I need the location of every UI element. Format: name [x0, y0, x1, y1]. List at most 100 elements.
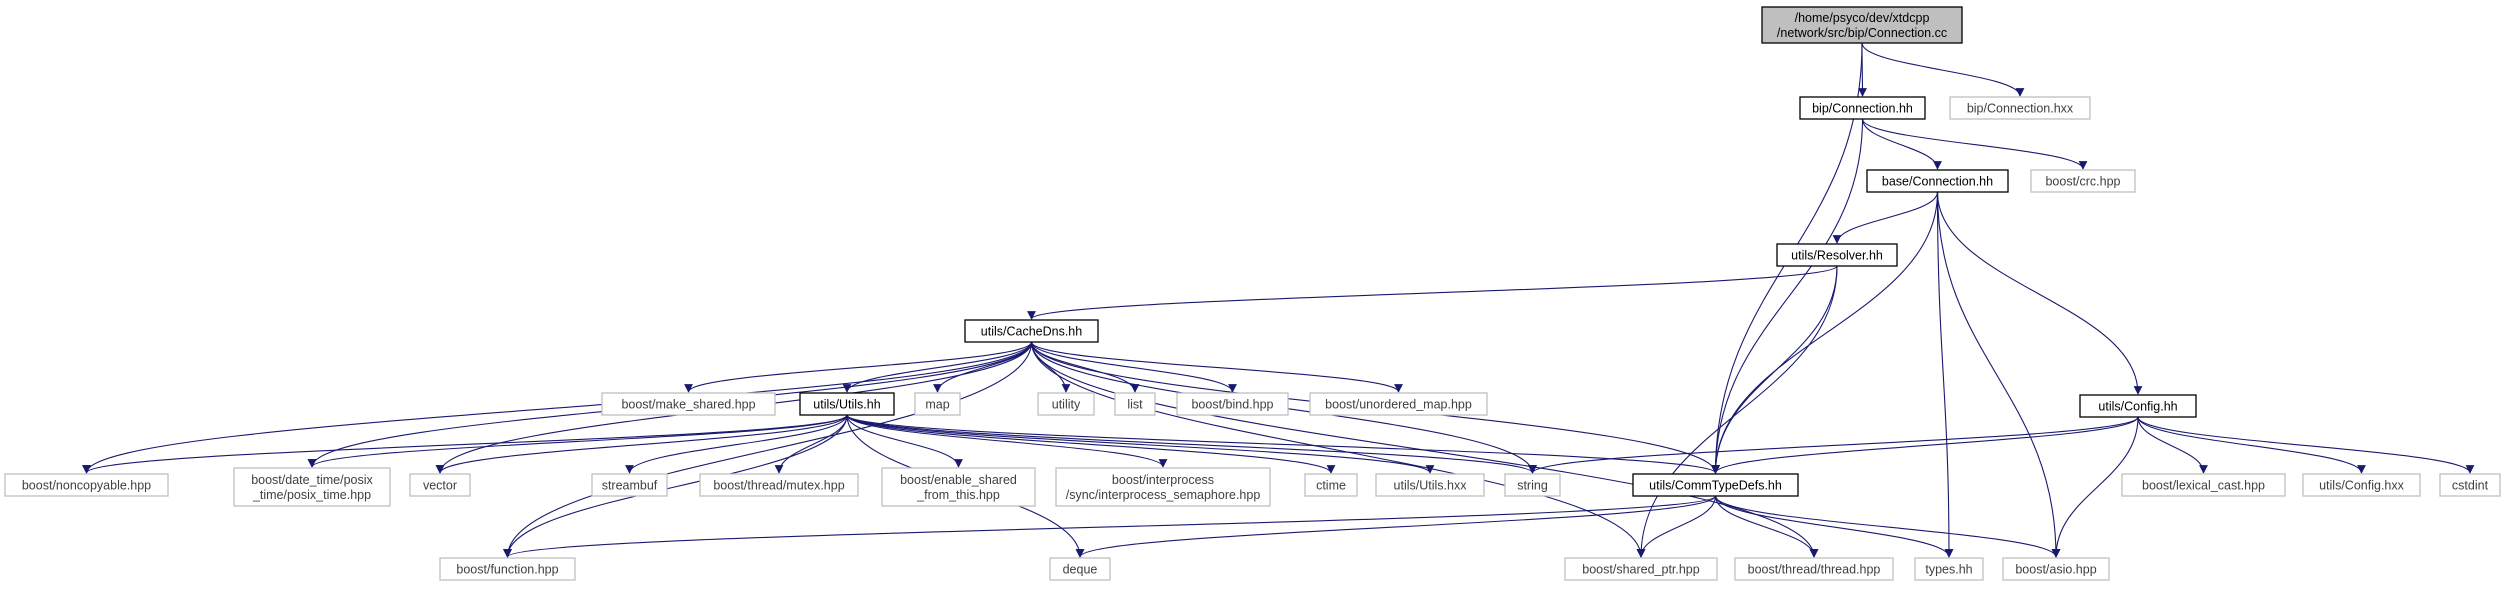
node-thread_thread: boost/thread/thread.hpp [1734, 557, 1894, 581]
edge-line [684, 341, 1033, 393]
edge-bip_conn_hh-to-commtypedefs [1711, 118, 1864, 474]
edge-line [1030, 341, 1403, 393]
edge-commtypedefs-to-boost_function [503, 495, 1717, 558]
node-label: list [1127, 398, 1143, 412]
edge-line [1030, 341, 1237, 393]
edge-line [1528, 416, 2139, 474]
edge-line [1714, 495, 1819, 558]
node-box [699, 473, 859, 497]
edge-line [846, 414, 1537, 474]
node-label: _from_this.hpp [916, 488, 1000, 502]
edge-base_conn_hh-to-resolver_hh [1832, 191, 1939, 244]
edge-root-to-bip_conn_hxx [1861, 42, 2025, 97]
node-base_conn_hh: base/Connection.hh [1866, 169, 2009, 193]
node-box [1761, 6, 1963, 44]
node-label: boost/make_shared.hpp [621, 398, 755, 412]
edge-line [2137, 416, 2208, 474]
node-thread_mutex: boost/thread/mutex.hpp [699, 473, 859, 497]
edge-utils_hh-to-enable_shared [846, 414, 963, 468]
node-cachedns_hh: utils/CacheDns.hh [964, 319, 1099, 343]
node-bip_conn_hh: bip/Connection.hh [1799, 96, 1926, 120]
node-label: types.hh [1925, 563, 1972, 577]
edge-line [2137, 416, 2366, 474]
edge-utils_hh-to-noncopyable [82, 414, 848, 474]
node-box [1866, 169, 2009, 193]
node-label: bip/Connection.hh [1812, 102, 1913, 116]
node-label: bip/Connection.hxx [1967, 102, 2074, 116]
edge-line [435, 414, 848, 474]
node-box [1734, 557, 1894, 581]
edge-commtypedefs-to-shared_ptr [1636, 495, 1717, 558]
node-box [1049, 557, 1111, 581]
node-utility: utility [1037, 392, 1095, 416]
edge-cachedns_hh-to-noncopyable [82, 341, 1033, 474]
node-ctime: ctime [1304, 473, 1358, 497]
node-box [233, 467, 391, 507]
edge-bip_conn_hh-to-base_conn_hh [1861, 118, 1942, 170]
node-label: boost/crc.hpp [2045, 175, 2120, 189]
node-box [914, 392, 961, 416]
node-utils_hxx: utils/Utils.hxx [1375, 473, 1485, 497]
node-box [2121, 473, 2286, 497]
node-label: utils/CommTypeDefs.hh [1649, 479, 1782, 493]
edge-bip_conn_hh-to-boost_crc [1861, 118, 2088, 170]
edge-line [1936, 191, 2061, 558]
node-label: utils/Config.hxx [2319, 479, 2405, 493]
edge-line [82, 341, 1033, 474]
node-label: streambuf [602, 479, 658, 493]
edge-line [1832, 191, 1939, 244]
node-boost_bind: boost/bind.hpp [1176, 392, 1289, 416]
edge-line [1936, 191, 1954, 558]
edge-line [1936, 191, 2143, 395]
edge-cachedns_hh-to-make_shared [684, 341, 1033, 393]
node-box [1176, 392, 1289, 416]
edge-base_conn_hh-to-types_hh [1936, 191, 1954, 558]
node-posix_time: boost/date_time/posix_time/posix_time.hp… [233, 467, 391, 507]
node-label: boost/thread/mutex.hpp [713, 479, 844, 493]
edge-utils_hh-to-thread_mutex [774, 414, 848, 474]
node-label: _time/posix_time.hpp [252, 488, 371, 502]
node-label: map [925, 398, 949, 412]
node-unordered_map: boost/unordered_map.hpp [1309, 392, 1488, 416]
node-label: deque [1063, 563, 1098, 577]
node-types_hh: types.hh [1914, 557, 1984, 581]
node-box [1914, 557, 1984, 581]
node-label: boost/enable_shared [900, 473, 1017, 487]
edge-utils_hh-to-string [846, 414, 1537, 474]
node-streambuf: streambuf [591, 473, 668, 497]
node-label: boost/function.hpp [456, 563, 558, 577]
node-box [2030, 169, 2136, 193]
node-box [601, 392, 776, 416]
edge-base_conn_hh-to-boost_asio [1936, 191, 2061, 558]
edge-line [1714, 495, 1954, 558]
node-root: /home/psyco/dev/xtdcpp/network/src/bip/C… [1761, 6, 1963, 44]
node-box [409, 473, 471, 497]
edge-line [1030, 341, 1071, 393]
edge-line [503, 495, 1717, 558]
edge-line [1711, 191, 1939, 474]
node-label: boost/lexical_cast.hpp [2142, 479, 2265, 493]
node-boost_function: boost/function.hpp [439, 557, 576, 581]
node-box [1114, 392, 1156, 416]
node-box [2002, 557, 2110, 581]
node-label: boost/unordered_map.hpp [1325, 398, 1472, 412]
node-label: cstdint [2452, 479, 2489, 493]
node-box [799, 392, 895, 416]
edge-utils_hh-to-ctime [846, 414, 1336, 474]
edge-cachedns_hh-to-shared_ptr [1030, 341, 1646, 558]
node-map: map [914, 392, 961, 416]
edge-cachedns_hh-to-boost_bind [1030, 341, 1237, 393]
node-label: /home/psyco/dev/xtdcpp [1795, 11, 1930, 25]
node-string: string [1504, 473, 1561, 497]
node-list: list [1114, 392, 1156, 416]
edge-utils_hh-to-boost_function [503, 414, 848, 558]
edge-base_conn_hh-to-config_hh [1936, 191, 2143, 395]
node-box [881, 467, 1036, 507]
node-label: utils/Utils.hh [813, 398, 880, 412]
node-label: boost/shared_ptr.hpp [1582, 563, 1699, 577]
node-config_hxx: utils/Config.hxx [2302, 473, 2421, 497]
edge-line [1711, 265, 1838, 474]
edge-line [1861, 42, 2025, 97]
node-box [439, 557, 576, 581]
edge-line [1861, 118, 1942, 170]
